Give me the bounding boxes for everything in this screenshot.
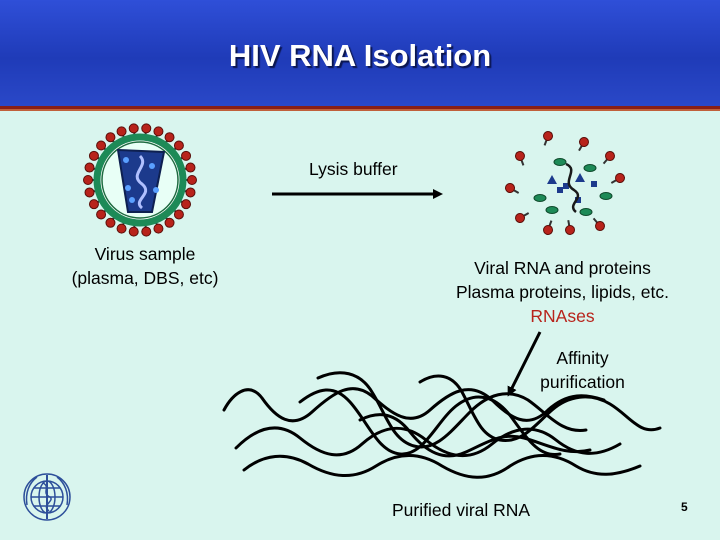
who-logo-icon: [23, 473, 71, 521]
rna-strand: [222, 387, 606, 423]
rna-strand: [418, 374, 662, 442]
viral-label-line: Plasma proteins, lipids, etc.: [455, 282, 669, 302]
virus-label-line: Virus sample: [94, 244, 196, 264]
slide-title: HIV RNA Isolation: [228, 38, 492, 73]
rna-strand: [316, 371, 588, 449]
rna-strand: [298, 388, 562, 457]
page-number: 5: [681, 500, 688, 514]
lysis-buffer-label: Lysis buffer: [309, 159, 398, 179]
virus-sample-label: Virus sample (plasma, DBS, etc): [50, 242, 240, 290]
viral-label-line: Viral RNA and proteins: [474, 258, 651, 278]
title-bar: HIV RNA Isolation: [0, 0, 720, 109]
affinity-label-line: purification: [540, 372, 625, 392]
rnases-label: RNAses: [530, 306, 595, 326]
affinity-arrow: [507, 331, 542, 397]
affinity-purification-label: Affinity purification: [520, 346, 645, 394]
rna-strand: [242, 454, 642, 479]
hiv-virion-icon: [83, 123, 197, 237]
virus-label-line: (plasma, DBS, etc): [71, 268, 219, 288]
purified-rna-strands: [222, 371, 662, 479]
affinity-label-line: Affinity: [556, 348, 609, 368]
purified-rna-label: Purified viral RNA: [392, 500, 531, 520]
lysed-virus-icon: [505, 131, 625, 235]
viral-contents-label: Viral RNA and proteins Plasma proteins, …: [430, 256, 695, 328]
rna-strand: [358, 413, 592, 458]
